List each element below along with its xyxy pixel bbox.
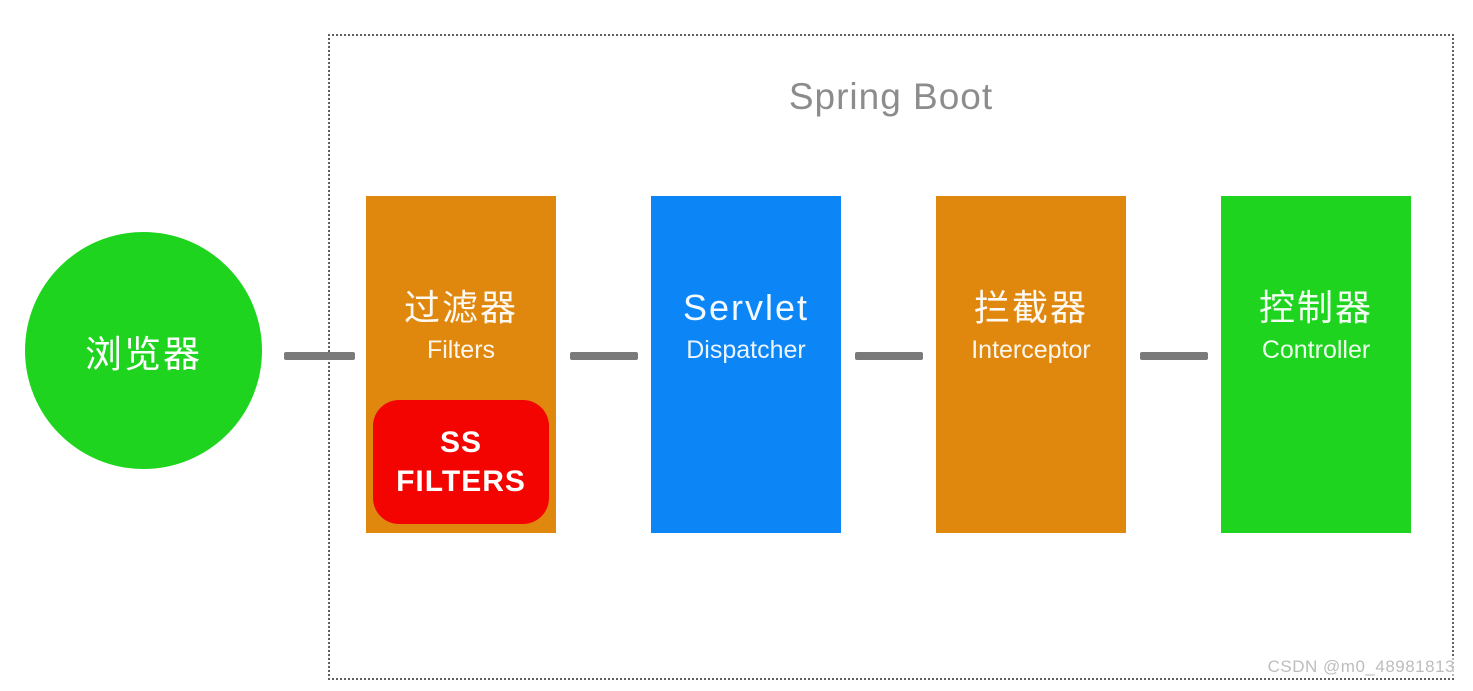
connector-filters-servlet [570, 352, 638, 360]
node-interceptor-title: 拦截器 [973, 287, 1088, 328]
node-filters-subtitle: Filters [426, 336, 496, 364]
node-interceptor-subtitle: Interceptor [971, 336, 1091, 364]
spring-boot-title: Spring Boot [788, 76, 994, 117]
node-servlet-title: Servlet [682, 287, 810, 328]
node-interceptor: 拦截器 Interceptor [936, 196, 1126, 533]
node-controller-subtitle: Controller [1261, 336, 1371, 364]
browser-node-label: 浏览器 [85, 333, 202, 375]
node-servlet-subtitle: Dispatcher [686, 336, 806, 364]
csdn-watermark: CSDN @m0_48981813 [1265, 657, 1457, 677]
node-servlet-dispatcher: Servlet Dispatcher [651, 196, 841, 533]
ss-filters-badge-line2: FILTERS [396, 465, 526, 498]
node-filters-title: 过滤器 [403, 287, 518, 328]
browser-node: 浏览器 [25, 232, 262, 469]
ss-filters-badge-line1: SS [439, 426, 483, 459]
connector-interceptor-controller [1140, 352, 1208, 360]
node-filters: 过滤器 Filters SS FILTERS [366, 196, 556, 533]
connector-servlet-interceptor [855, 352, 923, 360]
node-controller: 控制器 Controller [1221, 196, 1411, 533]
ss-filters-badge: SS FILTERS [373, 400, 549, 524]
node-controller-title: 控制器 [1258, 287, 1373, 328]
connector-browser-filters [284, 352, 355, 360]
